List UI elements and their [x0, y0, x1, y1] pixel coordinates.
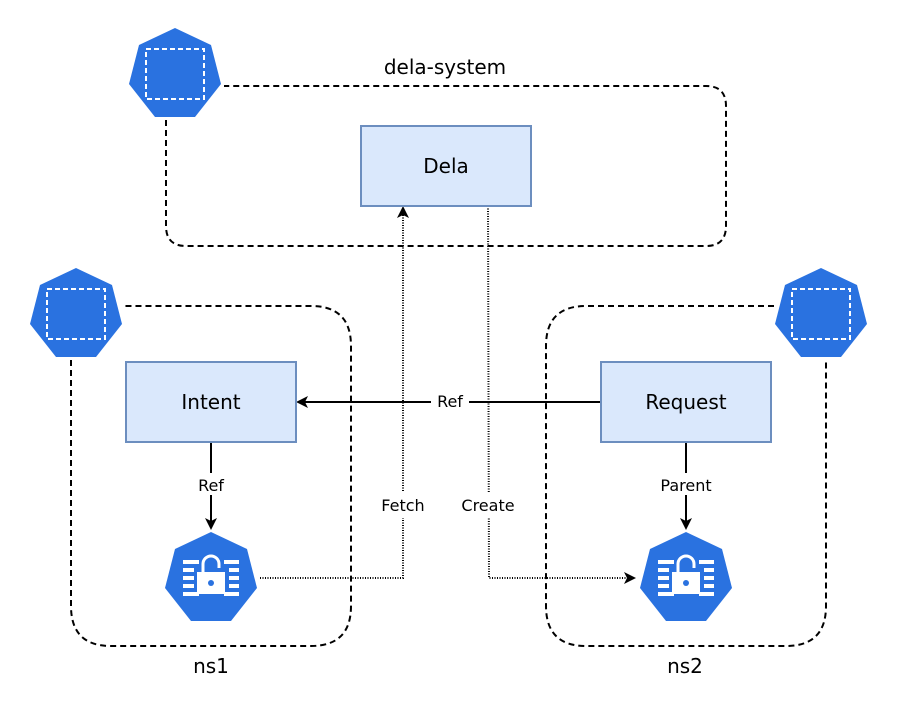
- edge-fetch-label: Fetch: [381, 496, 424, 515]
- edge-intent-secret: Ref: [192, 442, 230, 530]
- group-dela-system-label: dela-system: [384, 55, 506, 79]
- edge-request-intent-label-bg: [431, 390, 469, 412]
- edge-fetch-line: [260, 206, 409, 579]
- node-dela[interactable]: Dela: [360, 125, 532, 207]
- node-request[interactable]: Request: [600, 361, 772, 443]
- edge-fetch: Fetch: [260, 206, 434, 579]
- node-dela-label: Dela: [423, 154, 469, 178]
- kubernetes-namespace-icon: [129, 28, 221, 117]
- edge-create-label: Create: [461, 496, 514, 515]
- group-ns1-border: [70, 305, 352, 647]
- node-dela-box: [360, 125, 532, 207]
- group-ns2-label: ns2: [667, 654, 703, 678]
- edge-intent-secret-label-bg: [192, 473, 230, 495]
- kubernetes-secret-icon[interactable]: [640, 532, 732, 621]
- group-dela-system-border: [165, 85, 727, 247]
- edge-request-secret: Parent: [650, 442, 722, 530]
- group-dela-system: dela-system: [165, 55, 727, 247]
- group-ns1: ns1: [70, 305, 352, 678]
- node-intent-box: [125, 361, 297, 443]
- edge-create-label-bg: [449, 492, 527, 518]
- group-ns1-label: ns1: [193, 654, 229, 678]
- edge-request-intent-label: Ref: [437, 392, 463, 411]
- group-ns2: ns2: [545, 305, 827, 678]
- edge-request-intent: Ref: [296, 390, 600, 412]
- node-intent-label: Intent: [181, 390, 240, 414]
- edge-fetch-label-bg: [372, 492, 434, 518]
- kubernetes-secret-icon[interactable]: [165, 532, 257, 621]
- edge-request-secret-label: Parent: [660, 476, 711, 495]
- node-request-box: [600, 361, 772, 443]
- edge-create: Create: [449, 205, 636, 584]
- node-intent[interactable]: Intent: [125, 361, 297, 443]
- edge-request-secret-label-bg: [650, 473, 722, 495]
- kubernetes-namespace-icon: [775, 268, 867, 357]
- kubernetes-namespace-icon: [30, 268, 122, 357]
- node-request-label: Request: [645, 390, 726, 414]
- group-ns2-border: [545, 305, 827, 647]
- edge-intent-secret-label: Ref: [198, 476, 224, 495]
